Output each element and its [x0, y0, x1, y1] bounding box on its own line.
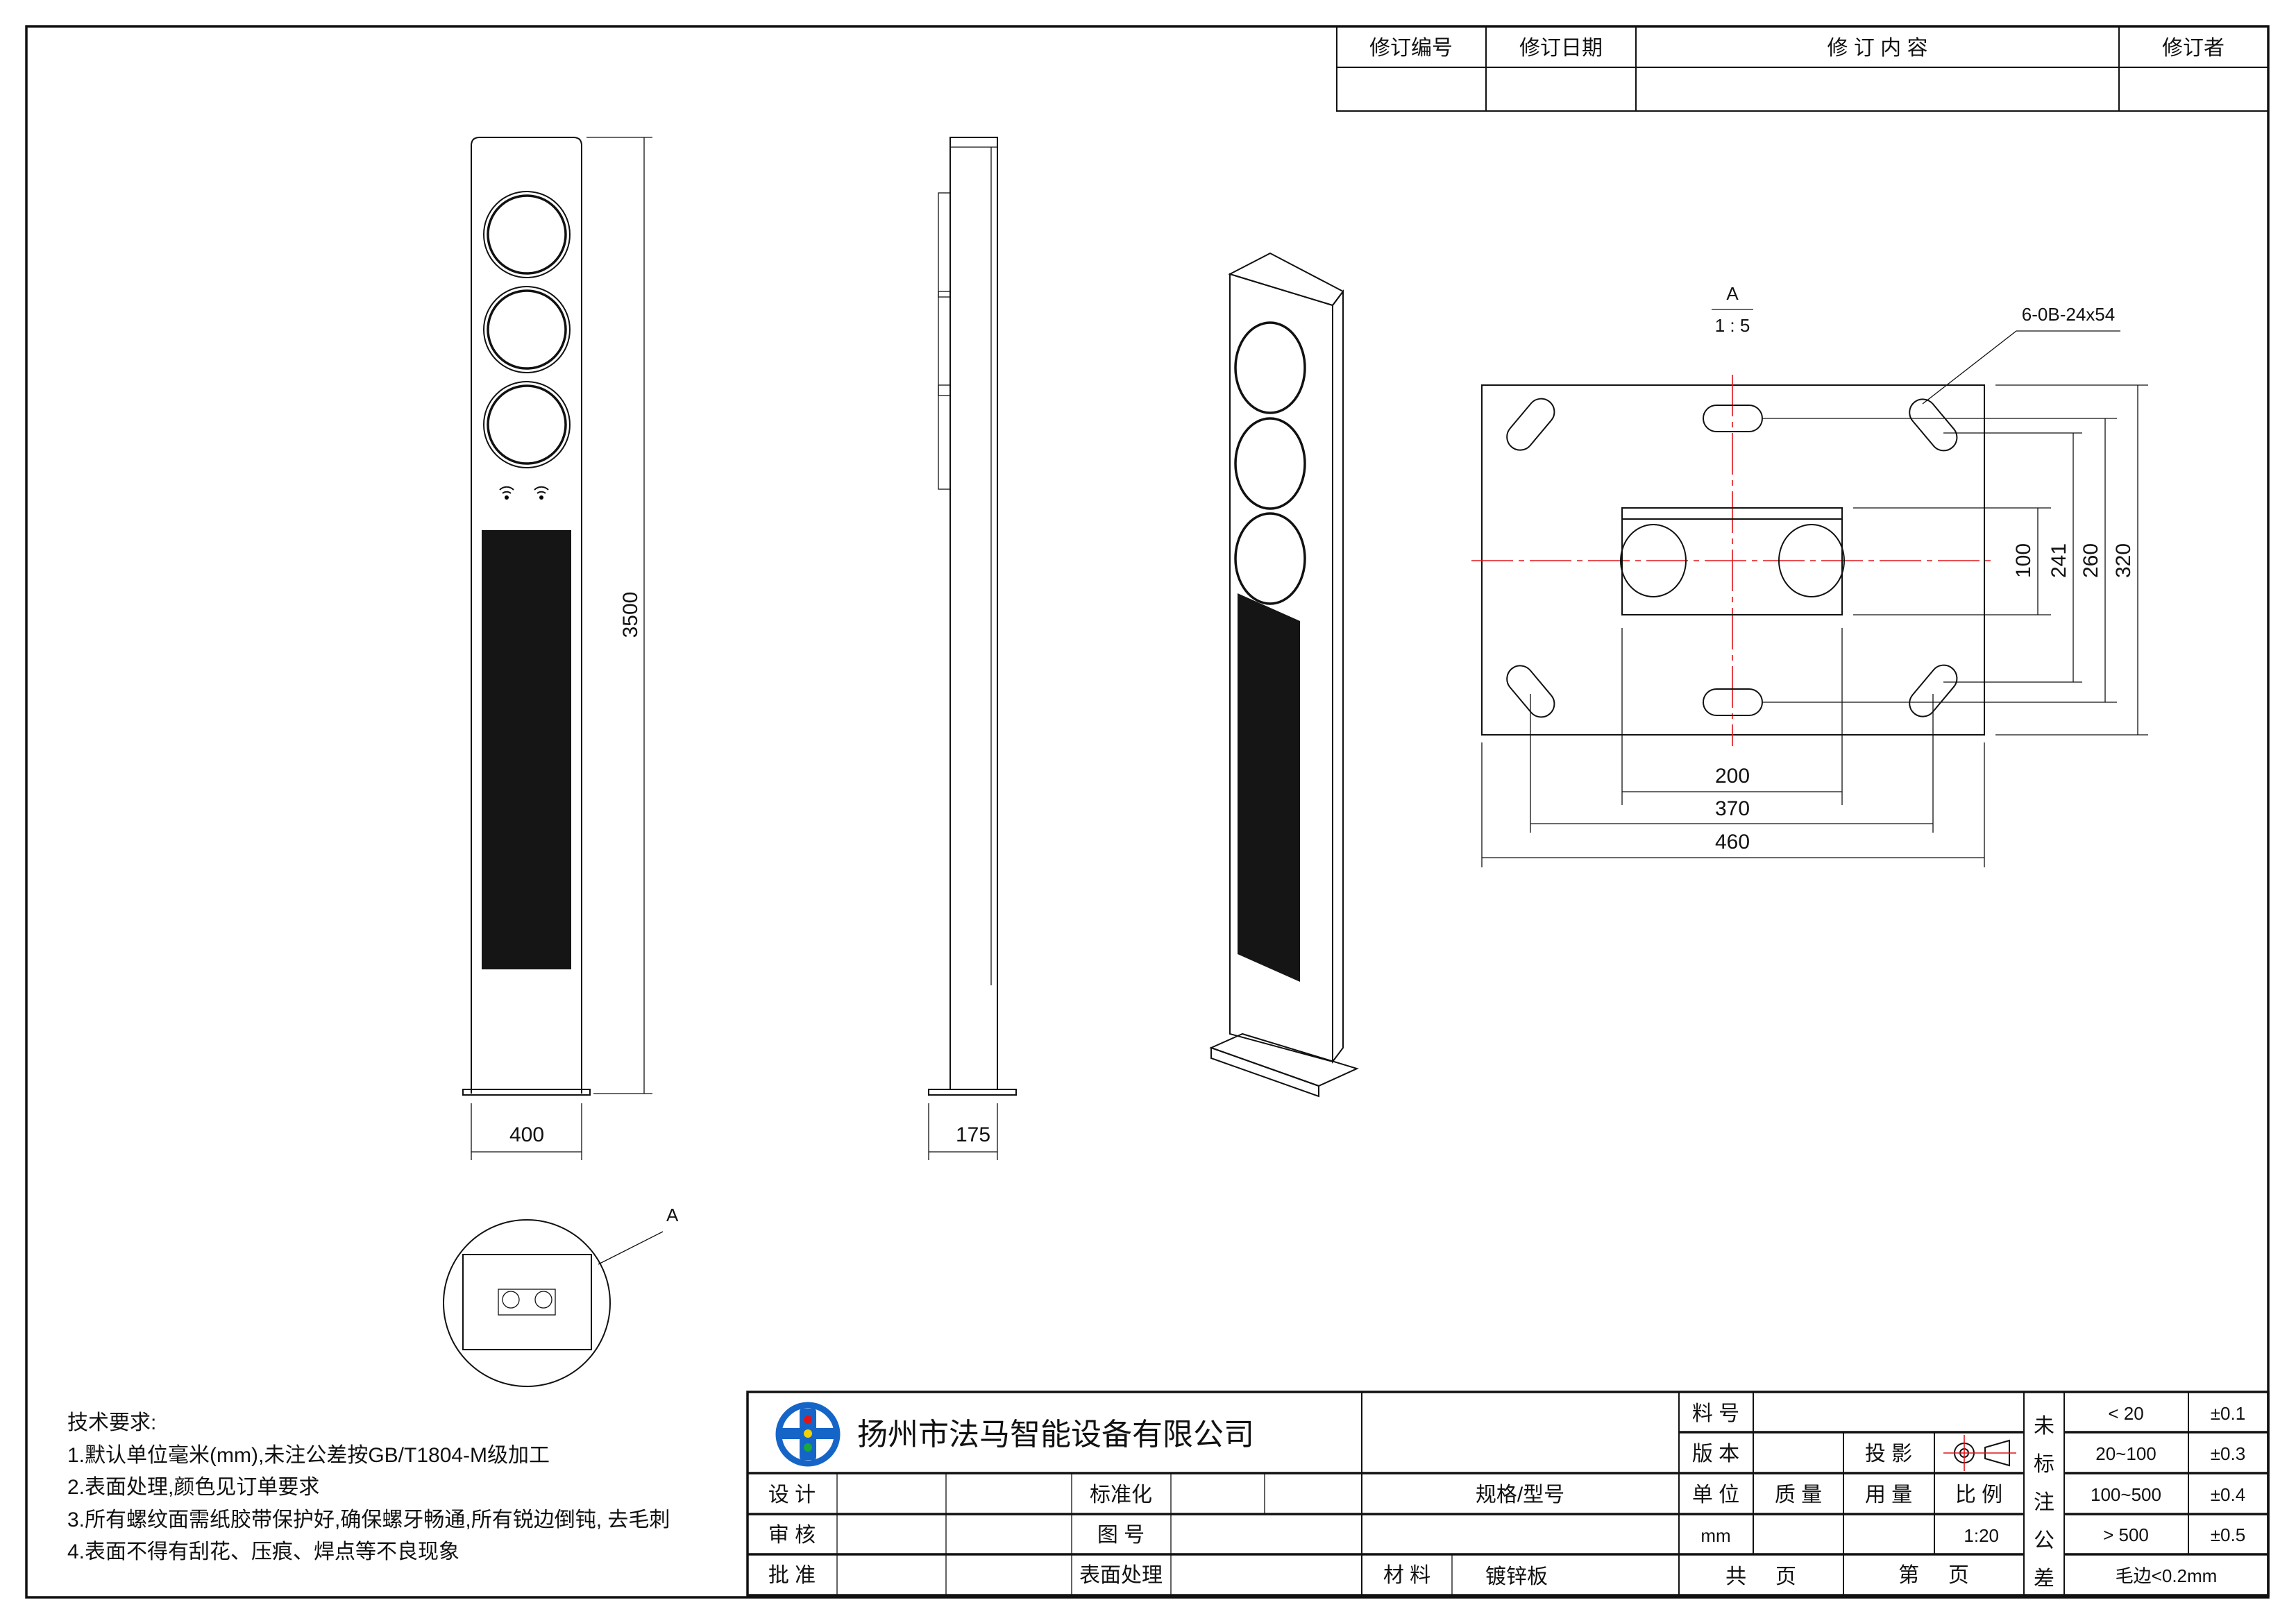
material-no-label: 料 号 [1692, 1402, 1739, 1425]
company-name: 扬州市法马智能设备有限公司 [857, 1418, 1254, 1452]
burr-tolerance: 毛边<0.2mm [2116, 1565, 2218, 1586]
tech-item: 4.表面不得有刮花、压痕、焊点等不良现象 [67, 1540, 459, 1563]
callout-label: A [666, 1205, 679, 1225]
wireless-icon [499, 486, 549, 500]
dim-320: 320 [2112, 543, 2135, 578]
tolerance-range: 100~500 [2091, 1484, 2161, 1505]
tech-item: 1.默认单位毫米(mm),未注公差按GB/T1804-M级加工 [67, 1444, 550, 1467]
dim-260: 260 [2079, 543, 2102, 578]
dim-200: 200 [1715, 765, 1750, 788]
material-label: 材 料 [1383, 1564, 1430, 1587]
approve-label: 批 准 [768, 1564, 816, 1587]
spec-label: 规格/型号 [1476, 1484, 1564, 1506]
mass-label: 质 量 [1775, 1484, 1822, 1506]
tolerance-value: ±0.5 [2211, 1524, 2245, 1545]
tolerance-value: ±0.4 [2211, 1484, 2245, 1505]
signal-lamp-bottom [483, 381, 571, 468]
dim-370: 370 [1715, 797, 1750, 820]
mounting-slots [1506, 398, 1958, 718]
depth-dimension: 175 [956, 1123, 990, 1146]
detail-callout: A [443, 1205, 679, 1387]
svg-text:注: 注 [2034, 1491, 2054, 1514]
tolerance-value: ±0.1 [2211, 1403, 2245, 1424]
rev-date-header: 修订日期 [1519, 37, 1603, 60]
revision-table: 修订编号 修订日期 修 订 内 容 修订者 [1336, 26, 2269, 112]
tolerance-range: 20~100 [2095, 1443, 2156, 1464]
page-number: 第 页 [1898, 1564, 1969, 1587]
standardize-label: 标准化 [1090, 1484, 1152, 1506]
base-plate [462, 1089, 591, 1096]
tolerance-value: ±0.3 [2211, 1443, 2245, 1464]
svg-text:标: 标 [2034, 1453, 2054, 1476]
speaker-grille [482, 530, 571, 969]
slot-note: 6-0B-24x54 [2022, 304, 2115, 325]
unit-label: 单 位 [1692, 1484, 1739, 1506]
detail-label: A [1726, 283, 1739, 304]
tolerance-title: 未 标 注 公 差 [2034, 1415, 2054, 1590]
svg-text:公: 公 [2034, 1529, 2054, 1552]
svg-text:差: 差 [2034, 1567, 2054, 1590]
sheet-border [25, 25, 2270, 1599]
detail-a-view: A 1 : 5 6-0B-24x54 200 370 460 [1471, 283, 2148, 867]
height-dimension: 3500 [619, 592, 642, 638]
rev-author-header: 修订者 [2162, 37, 2225, 60]
review-label: 审 核 [768, 1524, 816, 1547]
material-value: 镀锌板 [1485, 1565, 1548, 1588]
scale-label: 比 例 [1955, 1484, 2002, 1506]
title-block: 扬州市法马智能设备有限公司 料 号 版 本 投 影 设 计 标准化 规格/型号 … [746, 1391, 2270, 1597]
rev-content-header: 修 订 内 容 [1827, 37, 1927, 60]
tech-title: 技术要求: [67, 1411, 156, 1434]
detail-scale: 1 : 5 [1715, 315, 1750, 336]
front-view: 3500 400 [462, 137, 652, 1160]
tech-requirements: 技术要求: 1.默认单位毫米(mm),未注公差按GB/T1804-M级加工 2.… [67, 1411, 670, 1563]
quantity-label: 用 量 [1865, 1484, 1912, 1506]
projection-label: 投 影 [1865, 1443, 1912, 1465]
tolerance-range: > 500 [2103, 1524, 2149, 1545]
dim-241: 241 [2048, 543, 2070, 578]
company-logo [775, 1402, 841, 1467]
unit-value: mm [1700, 1525, 1730, 1546]
rev-number-header: 修订编号 [1369, 37, 1453, 60]
signal-lamp-top [483, 191, 571, 278]
isometric-view [1209, 252, 1359, 1098]
svg-text:未: 未 [2034, 1415, 2054, 1438]
dim-100: 100 [2012, 543, 2035, 578]
drawing-no-label: 图 号 [1097, 1524, 1145, 1547]
scale-value: 1:20 [1964, 1525, 1999, 1546]
surface-label: 表面处理 [1079, 1564, 1163, 1587]
tolerance-range: < 20 [2108, 1403, 2143, 1424]
version-label: 版 本 [1692, 1443, 1739, 1465]
tech-item: 2.表面处理,颜色见订单要求 [67, 1476, 319, 1499]
base-plate-detail [1481, 384, 1985, 736]
width-dimension: 400 [509, 1123, 544, 1146]
design-label: 设 计 [768, 1484, 816, 1506]
signal-lamp-middle [483, 286, 571, 373]
total-pages: 共 页 [1725, 1565, 1796, 1588]
side-view: 175 [928, 137, 1017, 1160]
dim-460: 460 [1715, 831, 1750, 853]
tech-item: 3.所有螺纹面需纸胶带保护好,确保螺牙畅通,所有锐边倒钝, 去毛刺 [67, 1509, 670, 1531]
projection-symbol-icon [1943, 1435, 2016, 1471]
